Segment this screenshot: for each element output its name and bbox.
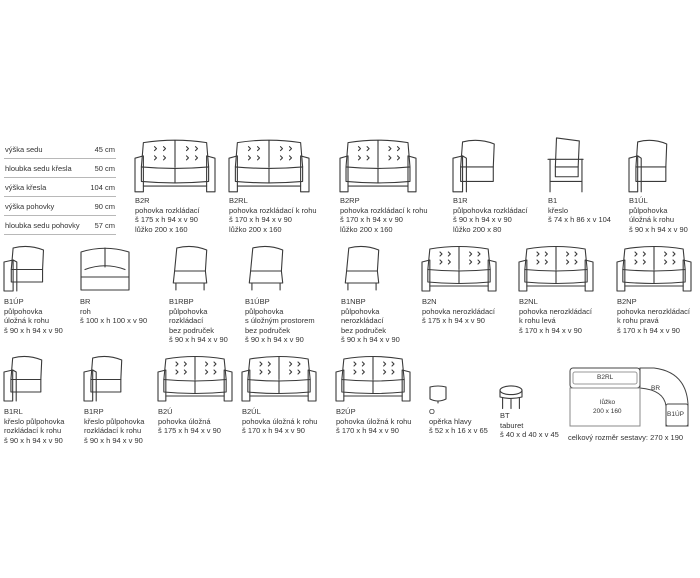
product-description: pohovka nerozkládací k rohu pravá š 170 … [617, 307, 690, 335]
corner-sofa-icon [616, 245, 692, 292]
dimension-value: 57 cm [94, 221, 115, 230]
product-description: půlpohovka úložná k rohu š 90 x h 94 x v… [4, 307, 63, 335]
product-description: pohovka rozkládací k rohu š 170 x h 94 x… [229, 206, 317, 234]
dimension-row: hloubka sedu pohovky 57 cm [4, 216, 116, 235]
product-code: B2NP [617, 297, 637, 306]
total-dimensions: celkový rozměr sestavy: 270 x 190 [568, 433, 684, 442]
dimension-row: výška sedu 45 cm [4, 140, 116, 159]
product-description: křeslo š 74 x h 86 x v 104 [548, 206, 611, 225]
corner-sofa-icon [339, 139, 417, 193]
corner-sofa-icon [241, 355, 317, 402]
product-code: B2Ú [158, 407, 173, 416]
armless-seat-icon [172, 245, 208, 291]
product-code: B1ÚBP [245, 297, 270, 306]
floor-plan: B2RL BR lůžko 200 x 160 B1ÚP [568, 366, 690, 427]
dimension-row: hloubka sedu křesla 50 cm [4, 159, 116, 178]
armless-seat-icon [248, 245, 284, 291]
product-code: B2ÚP [336, 407, 356, 416]
product-code: B2RL [229, 196, 248, 205]
product-description: půlpohovka rozkládací bez područek š 90 … [169, 307, 228, 345]
product-code: B2RP [340, 196, 360, 205]
product-description: křeslo půlpohovka rozkládací k rohu š 90… [4, 417, 65, 445]
dimension-label: hloubka sedu pohovky [5, 221, 80, 230]
product-code: B1RBP [169, 297, 194, 306]
dimension-row: výška pohovky 90 cm [4, 197, 116, 216]
dimension-value: 90 cm [94, 202, 115, 211]
product-code: B2NL [519, 297, 538, 306]
product-description: pohovka úložná k rohu š 170 x h 94 x v 9… [242, 417, 318, 436]
armchair-icon [547, 137, 584, 193]
stool-icon [499, 385, 523, 410]
product-description: pohovka nerozkládací š 175 x h 94 x v 90 [422, 307, 495, 326]
product-code: B2ÚL [242, 407, 261, 416]
product-code: B1RP [84, 407, 104, 416]
product-code: O [429, 407, 435, 416]
dimension-value: 50 cm [94, 164, 115, 173]
product-description: taburet š 40 x d 40 x v 45 [500, 421, 559, 440]
dimension-label: výška křesla [5, 183, 47, 192]
plan-label-bed-size: 200 x 160 [593, 408, 622, 415]
product-code: BR [80, 297, 91, 306]
sofa-icon [157, 355, 233, 402]
product-description: pohovka úložná k rohu š 170 x h 94 x v 9… [336, 417, 412, 436]
product-code: B1ÚL [629, 196, 648, 205]
product-description: pohovka rozkládací š 175 x h 94 x v 90 l… [135, 206, 200, 234]
dimension-label: výška pohovky [5, 202, 55, 211]
plan-label-br: BR [651, 385, 661, 392]
product-code: B1R [453, 196, 468, 205]
product-code: B2N [422, 297, 437, 306]
product-code: B1RL [4, 407, 23, 416]
product-description: pohovka rozkládací k rohu š 170 x h 94 x… [340, 206, 428, 234]
plan-label-b1up: B1ÚP [667, 411, 684, 418]
dimension-table: výška sedu 45 cm hloubka sedu křesla 50 cm… [4, 140, 116, 235]
product-code: B1 [548, 196, 558, 205]
dimension-value: 104 cm [90, 183, 115, 192]
product-description: křeslo půlpohovka rozkládací k rohu š 90… [84, 417, 145, 445]
dimension-row: výška křesla 104 cm [4, 178, 116, 197]
product-code: B1ÚP [4, 297, 24, 306]
sofa-icon [134, 139, 216, 193]
headrest-icon [429, 385, 447, 404]
product-description: půlpohovka nerozkládací bez područek š 9… [341, 307, 400, 345]
half-sofa-icon [452, 139, 495, 193]
dimension-value: 45 cm [94, 145, 115, 154]
product-code: B1NBP [341, 297, 366, 306]
corner-sofa-icon [228, 139, 310, 193]
half-sofa-icon [3, 355, 43, 402]
corner-piece-icon [80, 247, 130, 291]
sofa-icon [421, 245, 497, 292]
product-description: půlpohovka úložná k rohu š 90 x h 94 x v… [629, 206, 688, 234]
half-sofa-icon [628, 139, 668, 193]
armless-seat-icon [344, 245, 380, 291]
product-description: pohovka nerozkládací k rohu levá š 170 x… [519, 307, 592, 335]
half-sofa-icon [3, 245, 45, 292]
product-description: roh š 100 x h 100 x v 90 [80, 307, 148, 326]
product-code: B2R [135, 196, 150, 205]
plan-label-bed: lůžko [600, 399, 616, 406]
product-description: opěrka hlavy š 52 x h 16 x v 65 [429, 417, 488, 436]
dimension-label: výška sedu [5, 145, 43, 154]
product-description: půlpohovka s úložným prostorem bez podru… [245, 307, 315, 345]
plan-label-b2rl: B2RL [597, 374, 614, 381]
product-description: půlpohovka rozkládací š 90 x h 94 x v 90… [453, 206, 528, 234]
dimension-label: hloubka sedu křesla [5, 164, 72, 173]
half-sofa-icon [83, 355, 123, 402]
floor-plan-diagram [569, 367, 689, 427]
product-description: pohovka úložná š 175 x h 94 x v 90 [158, 417, 221, 436]
corner-sofa-icon [335, 355, 411, 402]
product-code: BT [500, 411, 510, 420]
corner-sofa-icon [518, 245, 594, 292]
